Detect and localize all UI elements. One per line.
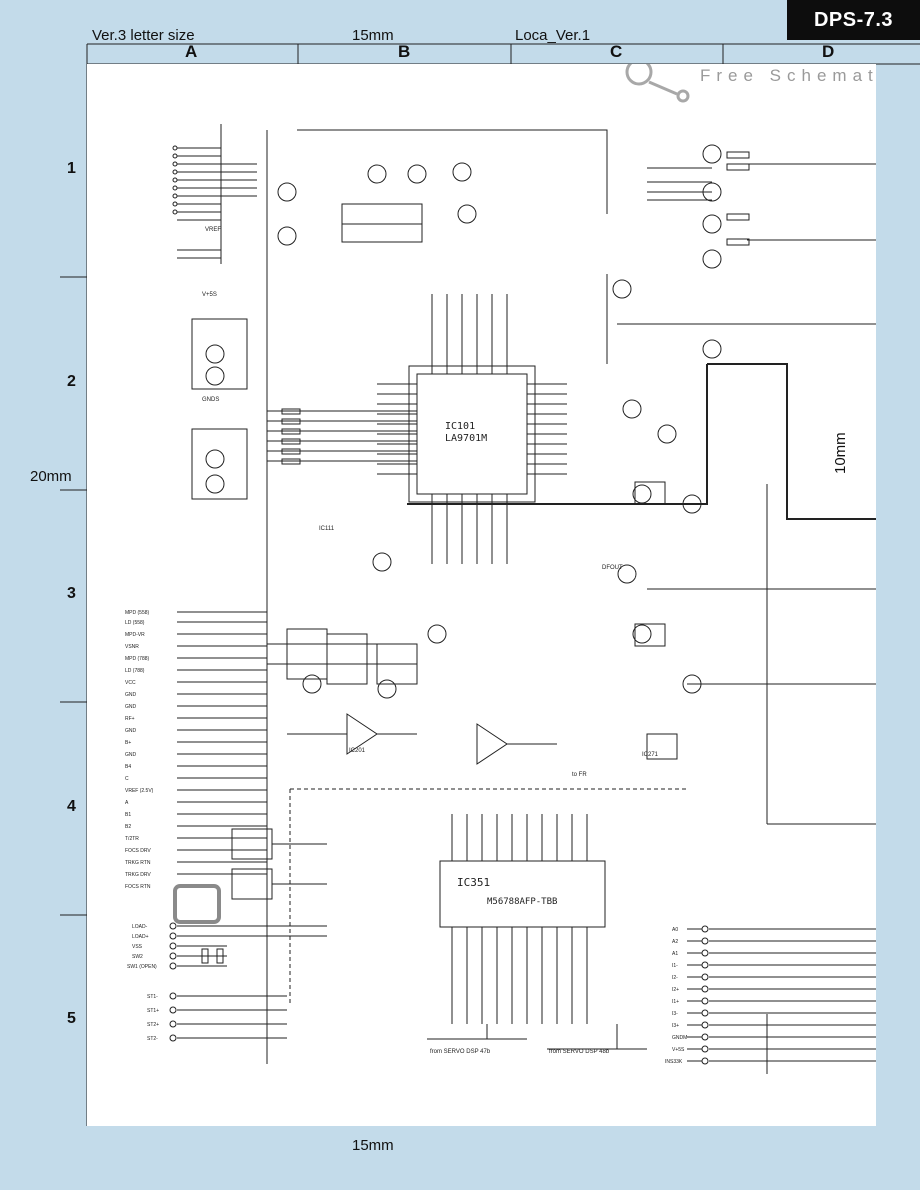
pin-label: SW1 (OPEN) <box>127 964 157 970</box>
pin-label: I2+ <box>672 987 679 993</box>
pin-label: LD (558) <box>125 620 145 626</box>
pin-label: A1 <box>672 951 678 957</box>
from-servo-label-2: from SERVO DSP 48b <box>549 1049 610 1055</box>
page-badge: DPS-7.3 <box>787 0 920 40</box>
loading-connector-labels: LOAD- LOAD+ VSS SW2 SW1 (OPEN) <box>127 924 157 970</box>
right-dimension: 10mm <box>832 432 849 474</box>
header-right-note: Loca_Ver.1 <box>515 27 591 44</box>
vref-label: VREF <box>205 227 221 233</box>
pin-label: INS33K <box>665 1059 683 1065</box>
schematic-drawing: IC101 LA9701M IC351 M56788AFP-TBB MPD (5… <box>125 64 876 1074</box>
row-label-5: 5 <box>67 1010 76 1027</box>
left-connector-labels: MPD (558) LD (558) MPD-VR VSNR MPD (788)… <box>125 610 154 890</box>
ic101-part: LA9701M <box>445 433 487 444</box>
pin-label: I1- <box>672 963 678 969</box>
pin-label: VSNR <box>125 644 139 650</box>
pin-label: MPD (788) <box>125 656 150 662</box>
watermark: Free Schemat <box>700 66 879 85</box>
sled-connector-labels: ST1- ST1+ ST2+ ST2- <box>147 994 159 1042</box>
pin-label: B4 <box>125 764 131 770</box>
pin-label: ST2- <box>147 1036 158 1042</box>
bottom-dimension: 15mm <box>352 1137 394 1154</box>
column-label-b: B <box>398 42 411 61</box>
pin-label: C <box>125 776 129 782</box>
to-fr-label: to FR <box>572 772 587 778</box>
pin-label: LD (788) <box>125 668 145 674</box>
pin-label: RF+ <box>125 716 135 722</box>
v5s-label: V+5S <box>202 292 217 298</box>
from-servo-label-1: from SERVO DSP 47b <box>430 1049 491 1055</box>
row-label-4: 4 <box>67 798 76 815</box>
pin-label: LOAD- <box>132 924 148 930</box>
header-top-dimension: 15mm <box>352 27 394 44</box>
column-label-a: A <box>185 42 198 61</box>
pin-label: B2 <box>125 824 131 830</box>
pin-label: SW2 <box>132 954 143 960</box>
pin-label: B1 <box>125 812 131 818</box>
pin-label: ST1- <box>147 994 158 1000</box>
pin-label: ST1+ <box>147 1008 159 1014</box>
ic351-part: M56788AFP-TBB <box>487 897 557 907</box>
pin-label: MPD-VR <box>125 632 145 638</box>
ic201-label: IC201 <box>349 748 366 754</box>
pin-label: V+5S <box>672 1047 685 1053</box>
ic111-label: IC111 <box>319 526 335 532</box>
ic351-body <box>439 860 606 928</box>
pin-label: VSS <box>132 944 143 950</box>
pin-label: TRKG RTN <box>125 860 151 866</box>
pin-label: GND <box>125 728 137 734</box>
pin-label: I2- <box>672 975 678 981</box>
pin-label: GND <box>125 704 137 710</box>
pin-label: VREF (2.5V) <box>125 788 154 794</box>
ic101-ref: IC101 <box>445 421 475 432</box>
pin-label: B+ <box>125 740 131 746</box>
pin-label: VCC <box>125 680 136 686</box>
right-connector-labels: A0 A2 A1 I1- I2- I2+ I1+ I3- I3+ GNDM V+… <box>665 927 687 1065</box>
pin-label: T/2TR <box>125 836 139 842</box>
pin-label: A <box>125 800 129 806</box>
dfout-label: DFOUT <box>602 565 623 571</box>
pin-label: I1+ <box>672 999 679 1005</box>
pin-label: FOCS DRV <box>125 848 151 854</box>
pin-label: ST2+ <box>147 1022 159 1028</box>
pin-label: I3- <box>672 1011 678 1017</box>
left-dimension: 20mm <box>30 468 72 485</box>
header-left-note: Ver.3 letter size <box>92 27 195 44</box>
pin-label: A0 <box>672 927 678 933</box>
pin-label: TRKG DRV <box>125 872 151 878</box>
column-label-c: C <box>610 42 623 61</box>
pin-label: GNDM <box>672 1035 687 1041</box>
watermark-magnifier-icon <box>625 64 690 103</box>
pin-label: MPD (558) <box>125 610 150 616</box>
pin-label: FOCS RTN <box>125 884 151 890</box>
pin-label: GND <box>125 752 137 758</box>
pin-label: GND <box>125 692 137 698</box>
ic351-ref: IC351 <box>457 876 490 889</box>
pin-label: A2 <box>672 939 678 945</box>
row-label-2: 2 <box>67 373 76 390</box>
row-label-1: 1 <box>67 160 76 177</box>
top-left-connector <box>172 124 257 264</box>
pin-label: LOAD+ <box>132 934 149 940</box>
gnds-label: GNDS <box>202 397 219 403</box>
ic271-label: IC271 <box>642 752 659 758</box>
column-label-d: D <box>822 42 835 61</box>
pin-label: I3+ <box>672 1023 679 1029</box>
row-label-3: 3 <box>67 585 76 602</box>
